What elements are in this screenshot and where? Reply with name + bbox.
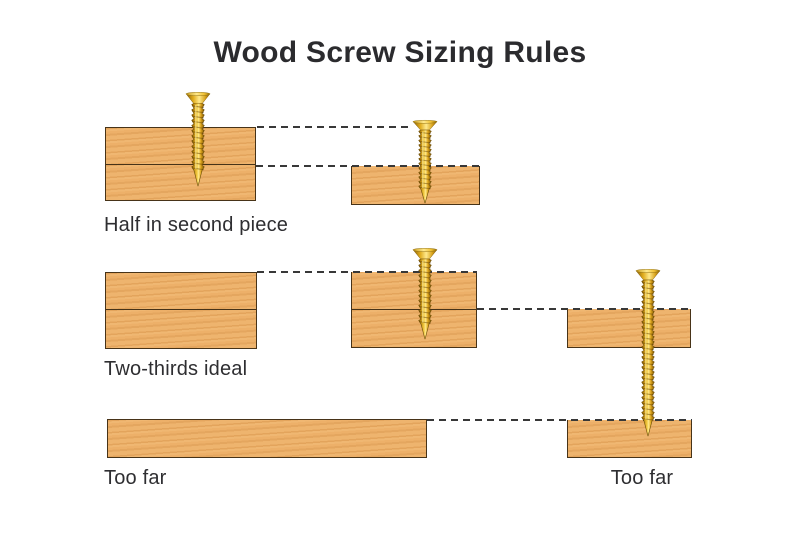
row3-right-label: Too far — [610, 467, 674, 489]
screw-icon-row1-left — [185, 92, 211, 187]
dashed-guide-line-row2-top — [257, 271, 477, 273]
wood-piece-top-row1-left — [105, 127, 256, 165]
wood-piece-row1-right — [351, 166, 480, 205]
wood-piece-row3-right — [567, 420, 692, 458]
dashed-guide-line-row1-top — [257, 126, 412, 128]
wood-piece-bottom-row2-middle — [351, 309, 477, 348]
dashed-guide-line-row3 — [427, 419, 692, 421]
screw-icon-row2-middle — [412, 248, 438, 340]
page-title: Wood Screw Sizing Rules — [213, 36, 587, 69]
wood-piece-bottom-row2-left — [105, 309, 257, 349]
screw-icon-row1-right — [412, 120, 438, 204]
wood-piece-top-row2-left — [105, 272, 257, 310]
row3-left-label: Too far — [104, 467, 167, 489]
dashed-guide-line-row1-split — [256, 165, 480, 167]
wood-piece-row2-right — [567, 309, 691, 348]
wood-plank-row3-left — [107, 419, 427, 458]
dashed-guide-line-row2-split — [477, 308, 691, 310]
row2-label: Two-thirds ideal — [104, 358, 248, 380]
row1-label: Half in second piece — [104, 214, 289, 236]
wood-piece-bottom-row1-left — [105, 164, 256, 201]
screw-icon-long-right — [635, 269, 661, 437]
